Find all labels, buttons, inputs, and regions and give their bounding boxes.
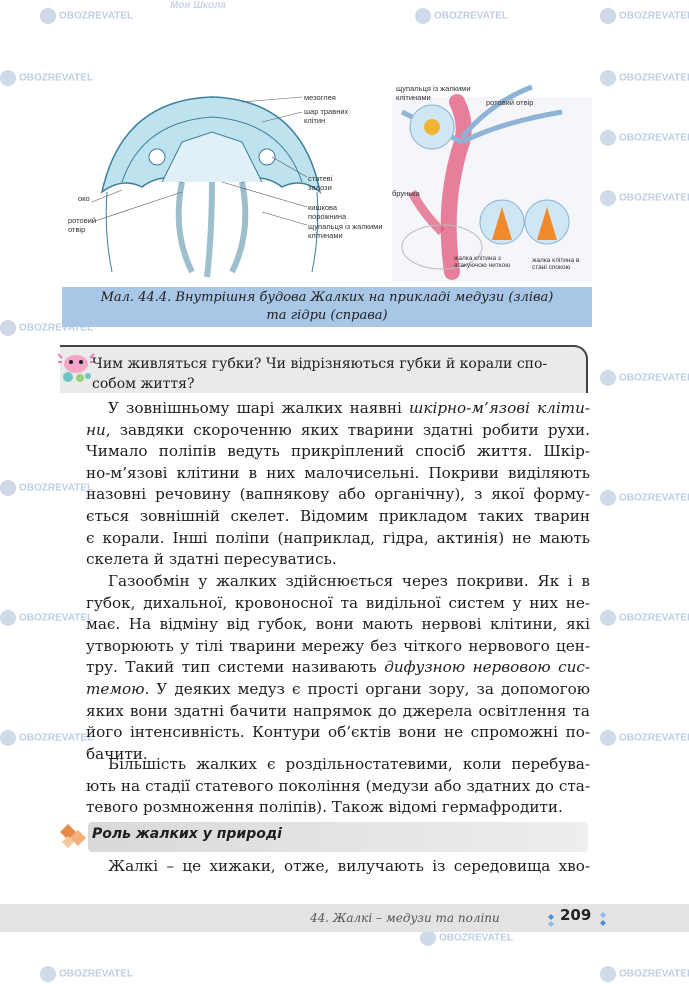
watermark: OBOZREVATEL xyxy=(420,930,513,946)
watermark: OBOZREVATEL xyxy=(600,610,689,626)
watermark: OBOZREVATEL xyxy=(600,8,689,24)
paragraph-2: Газообмін у жалких здійснюється через по… xyxy=(86,571,590,765)
footer-bar xyxy=(0,904,689,932)
diamond-icon xyxy=(60,824,86,848)
watermark: Моя Школа xyxy=(170,0,226,11)
label-mouth-right: ротовий отвір xyxy=(486,98,534,107)
jellyfish-hydra-illustration xyxy=(91,84,592,282)
caption-line-2: та гідри (справа) xyxy=(266,308,388,323)
page-number-decoration-icon xyxy=(548,912,606,927)
axolotl-icon xyxy=(58,353,95,382)
text-line: Газообмін у жалких здійснюється через по… xyxy=(108,572,590,590)
text-line: ни, завдяки скороченню яких тварини здат… xyxy=(86,420,590,439)
text-line: тру. Такий тип системи називають дифузно… xyxy=(86,658,590,677)
text-line: яких вони здатні бачити напрямок до джер… xyxy=(86,701,590,720)
watermark: OBOZREVATEL xyxy=(40,966,133,982)
label-intestinal-cavity: кишкова порожнина xyxy=(308,203,347,221)
label-stinging-cell-rest: жалка клітина в стані спокою xyxy=(532,257,580,271)
question-text: Чим живляться губки? Чи відрізняються гу… xyxy=(92,354,582,394)
watermark: OBOZREVATEL xyxy=(600,190,689,206)
footer-chapter-title: 44. Жалкі – медузи та поліпи xyxy=(310,911,500,925)
watermark: OBOZREVATEL xyxy=(0,70,93,86)
paragraph-4: Жалкі – це хижаки, отже, вилучають із се… xyxy=(86,856,590,878)
watermark: OBOZREVATEL xyxy=(0,480,93,496)
section-title: Роль жалких у природі xyxy=(92,826,282,842)
watermark: OBOZREVATEL xyxy=(600,730,689,746)
section-heading-bar xyxy=(88,822,588,852)
text-line: є корали. Інші поліпи (наприклад, гідра,… xyxy=(86,528,590,547)
page-number: 209 xyxy=(560,906,592,924)
label-mouth-left: ротовий отвір xyxy=(68,216,97,234)
caption-line-1: Мал. 44.4. Внутрішня будова Жалких на пр… xyxy=(100,290,554,305)
paragraph-1: У зовнішньому шарі жалких наявні шкірно-… xyxy=(86,398,590,571)
text-line: У зовнішньому шарі жалких наявні шкірно-… xyxy=(108,399,590,417)
paragraph-3: Більшість жалких є роздільностатевими, к… xyxy=(86,754,590,819)
text-line: тевого розмноження поліпів). Також відом… xyxy=(86,798,563,817)
figure-caption: Мал. 44.4. Внутрішня будова Жалких на пр… xyxy=(62,287,592,327)
text-line: бачити. xyxy=(86,744,148,763)
label-eye: око xyxy=(78,194,90,203)
watermark: OBOZREVATEL xyxy=(600,370,689,386)
text-line: скелета й здатні пересуватись. xyxy=(86,550,337,569)
label-tentacles-left: щупальця із жалкими клітинами xyxy=(308,222,383,240)
text-line: його інтенсивність. Контури об’єктів вон… xyxy=(86,723,590,742)
text-line: губок, дихальної, кровоносної та видільн… xyxy=(86,593,590,612)
label-digestive-layer: шар травних клітин xyxy=(304,107,349,125)
watermark: OBOZREVATEL xyxy=(40,8,133,24)
label-budding: брунька xyxy=(392,189,420,198)
text-line: ють на стадії статевого покоління (медуз… xyxy=(86,776,590,795)
text-line: назовні речовину (вапнякову або органічн… xyxy=(86,485,590,504)
text-line: має. На відміну від губок, вони мають не… xyxy=(86,615,590,634)
label-mesoglea: мезоглея xyxy=(304,93,336,102)
text-line: ється зовнішній скелет. Відомим прикладо… xyxy=(86,506,590,525)
text-line: Жалкі – це хижаки, отже, вилучають із се… xyxy=(108,857,590,875)
watermark: OBOZREVATEL xyxy=(0,610,93,626)
watermark: OBOZREVATEL xyxy=(600,966,689,982)
text-line: темою. У деяких медуз є прості органи зо… xyxy=(86,679,590,698)
watermark: OBOZREVATEL xyxy=(600,490,689,506)
watermark: OBOZREVATEL xyxy=(600,70,689,86)
figure-illustration: мезоглея шар травних клітин статеві зало… xyxy=(62,82,592,287)
label-tentacles-right: щупальця із жалкими клітинами xyxy=(396,84,471,102)
text-line: Більшість жалких є роздільностатевими, к… xyxy=(108,755,590,773)
watermark: OBOZREVATEL xyxy=(600,130,689,146)
label-gonads: статеві залози xyxy=(308,174,333,192)
text-line: Чимало поліпів ведуть прикріплений спосі… xyxy=(86,442,590,461)
label-stinging-cell-attack: жалка клітина з атакуючою ниткою xyxy=(454,255,511,269)
question-box xyxy=(60,345,588,393)
watermark: OBOZREVATEL xyxy=(415,8,508,24)
question-line-1: Чим живляться губки? Чи відрізняються гу… xyxy=(92,356,548,372)
watermark: OBOZREVATEL xyxy=(0,320,93,336)
question-line-2: собом життя? xyxy=(92,376,195,392)
text-line: но-м’язові клітини в них малочисельні. П… xyxy=(86,463,590,482)
text-line: утворюють у тілі тварини мережу без чітк… xyxy=(86,636,590,655)
watermark: OBOZREVATEL xyxy=(0,730,93,746)
